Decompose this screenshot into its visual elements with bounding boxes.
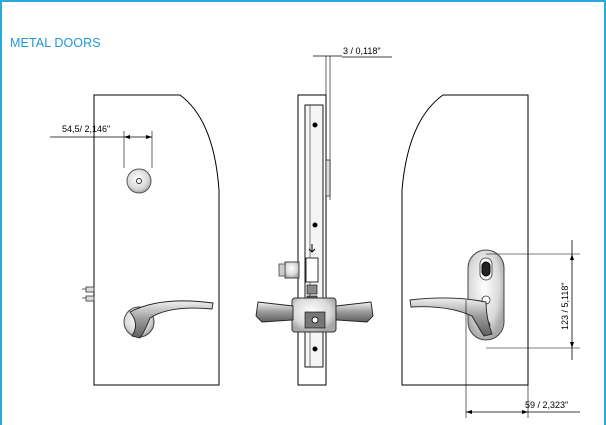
dim-width: 59 / 2,323" [525,400,568,410]
left-door-outline [93,94,220,386]
right-door-outline [401,94,529,386]
left-lever-handle-icon [129,300,214,339]
center-door-view [255,55,392,386]
page-title: METAL DOORS [10,36,101,50]
center-left-lever-icon [255,301,294,323]
dim-thickness: 3 / 0,118" [343,46,381,56]
center-right-lever-icon [335,301,374,323]
dim-height: 123 / 5,118" [560,282,570,330]
right-lever-handle-icon [409,297,493,337]
dim-left-offset: 54,5/ 2,146" [62,124,110,134]
left-door-view [50,94,220,386]
right-door-view [401,94,580,418]
